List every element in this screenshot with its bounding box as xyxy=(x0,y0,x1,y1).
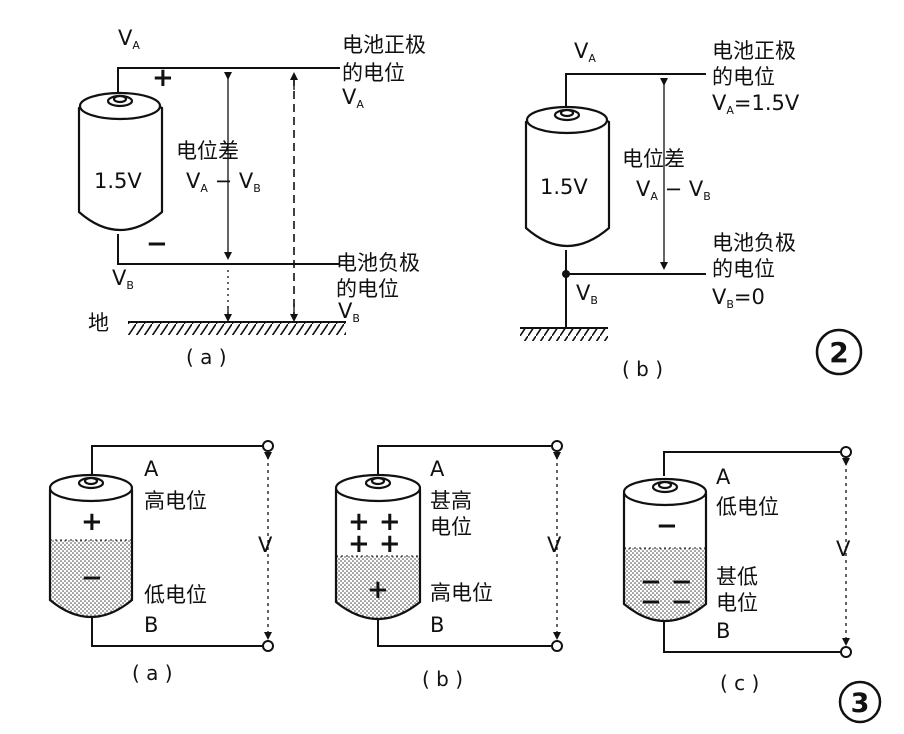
fig2b-diff-formula: VA − VB xyxy=(636,177,711,203)
fig2a-negative-title: 电池负极 xyxy=(336,251,420,275)
fig3b-terminal-b xyxy=(551,640,563,652)
fig3b-upper-label-1: 甚高 xyxy=(430,489,472,513)
fig2a-diff-title: 电位差 xyxy=(176,139,239,163)
fig2a-ground-label: 地 xyxy=(88,311,109,335)
fig2a-battery xyxy=(77,91,164,231)
fig2a-vb-label: VB xyxy=(112,266,134,292)
fig2b-group: VA 1.5V VB 电位差 VA − VB 电池正极 的电位 VA=1.5V … xyxy=(520,39,800,381)
fig3c-group: − − − − − A 低电位 甚低 电位 B V ( c ) xyxy=(622,446,852,695)
fig3a-group: + − A 高电位 低电位 B V ( a ) xyxy=(48,440,274,685)
fig2a-positive-wire xyxy=(117,67,340,96)
fig2a-minus-sign: − xyxy=(146,229,168,259)
fig2b-positive-value: VA=1.5V xyxy=(712,91,800,117)
fig3b-v-label: V xyxy=(547,533,562,557)
fig3b-label-a: A xyxy=(430,457,445,481)
fig3b-terminal-a xyxy=(551,440,563,452)
fig3b-group: + + + + + A 甚高 电位 高电位 B V ( b ) xyxy=(334,440,563,691)
fig3c-caption: ( c ) xyxy=(720,671,759,695)
fig3a-v-label: V xyxy=(258,533,273,557)
fig2a-negative-vb: VB xyxy=(338,299,360,325)
fig2a-group: VA + − 1.5V VB 电位差 VA − VB 电池正极 的电位 VA 电… xyxy=(77,26,426,369)
fig3a-top-wire xyxy=(91,445,268,476)
fig2a-positive-subtitle: 的电位 xyxy=(342,61,405,85)
fig3a-terminal-b xyxy=(262,640,274,652)
fig2b-vb-label: VB xyxy=(576,281,598,307)
fig3a-upper-sign: + xyxy=(81,507,103,537)
fig2-number-badge: 2 xyxy=(815,328,863,376)
fig2b-negative-value: VB=0 xyxy=(712,285,765,311)
svg-text:3: 3 xyxy=(851,688,870,719)
fig2b-voltage-label: 1.5V xyxy=(540,175,588,199)
fig2b-negative-wire xyxy=(565,250,706,275)
fig3b-upper-label-2: 电位 xyxy=(430,515,472,539)
fig2a-negative-wire xyxy=(117,234,340,265)
fig3a-upper-label: 高电位 xyxy=(144,489,207,513)
fig3b-caption: ( b ) xyxy=(422,667,463,691)
fig3c-upper-sign: − xyxy=(656,511,678,541)
fig3a-battery xyxy=(48,473,134,619)
fig2b-ground-hatch xyxy=(520,329,608,341)
fig2a-caption: ( a ) xyxy=(186,345,227,369)
fig3b-battery xyxy=(334,473,422,620)
fig3c-top-wire xyxy=(663,451,846,476)
fig3c-terminal-a xyxy=(840,446,852,458)
fig3c-lower-label-1: 甚低 xyxy=(716,565,758,589)
fig3c-battery xyxy=(622,477,708,623)
fig2b-positive-wire xyxy=(565,73,706,112)
fig3a-lower-label: 低电位 xyxy=(144,583,207,607)
fig3b-lower-label: 高电位 xyxy=(430,581,493,605)
fig3c-bottom-wire xyxy=(663,618,846,653)
fig2b-positive-title: 电池正极 xyxy=(712,39,796,63)
fig2a-diff-formula: VA − VB xyxy=(186,169,261,195)
fig3b-bottom-wire xyxy=(377,614,557,647)
fig2b-caption: ( b ) xyxy=(622,357,663,381)
fig3b-upper-signs-1: + + xyxy=(348,507,401,537)
fig2b-negative-title: 电池负极 xyxy=(712,231,796,255)
fig3c-lower-signs-2: − − xyxy=(640,587,693,617)
fig2a-positive-title: 电池正极 xyxy=(342,33,426,57)
fig3b-lower-sign: + xyxy=(367,575,389,605)
fig2b-battery xyxy=(524,105,611,247)
fig3c-label-b: B xyxy=(716,619,730,643)
fig2b-junction-dot xyxy=(562,270,570,278)
fig3a-lower-sign: − xyxy=(81,563,103,593)
fig3c-terminal-b xyxy=(840,646,852,658)
svg-text:2: 2 xyxy=(829,336,848,369)
fig2b-diff-title: 电位差 xyxy=(622,147,685,171)
fig3c-upper-label: 低电位 xyxy=(716,495,779,519)
fig2a-voltage-label: 1.5V xyxy=(94,169,142,193)
fig2a-negative-subtitle: 的电位 xyxy=(336,277,399,301)
fig3a-label-a: A xyxy=(144,457,159,481)
fig3a-label-b: B xyxy=(144,613,158,637)
fig3b-upper-signs-2: + + xyxy=(348,529,401,559)
fig3c-v-label: V xyxy=(836,537,851,561)
fig3a-caption: ( a ) xyxy=(132,661,173,685)
fig3a-terminal-a xyxy=(262,440,274,452)
fig3c-label-a: A xyxy=(716,465,731,489)
fig3a-bottom-wire xyxy=(91,612,268,647)
fig2a-positive-va: VA xyxy=(342,85,364,111)
fig3b-label-b: B xyxy=(430,613,444,637)
fig2b-negative-subtitle: 的电位 xyxy=(712,257,775,281)
fig3c-lower-signs-1: − − xyxy=(640,567,693,597)
fig2a-ground-hatch xyxy=(128,323,346,335)
fig2b-va-label: VA xyxy=(574,39,596,65)
fig3b-top-wire xyxy=(377,445,557,476)
fig2a-va-label: VA xyxy=(118,26,140,52)
fig3-number-badge: 3 xyxy=(838,680,882,724)
fig2b-positive-subtitle: 的电位 xyxy=(712,65,775,89)
fig3c-lower-label-2: 电位 xyxy=(716,591,758,615)
fig2a-plus-sign: + xyxy=(152,63,174,93)
